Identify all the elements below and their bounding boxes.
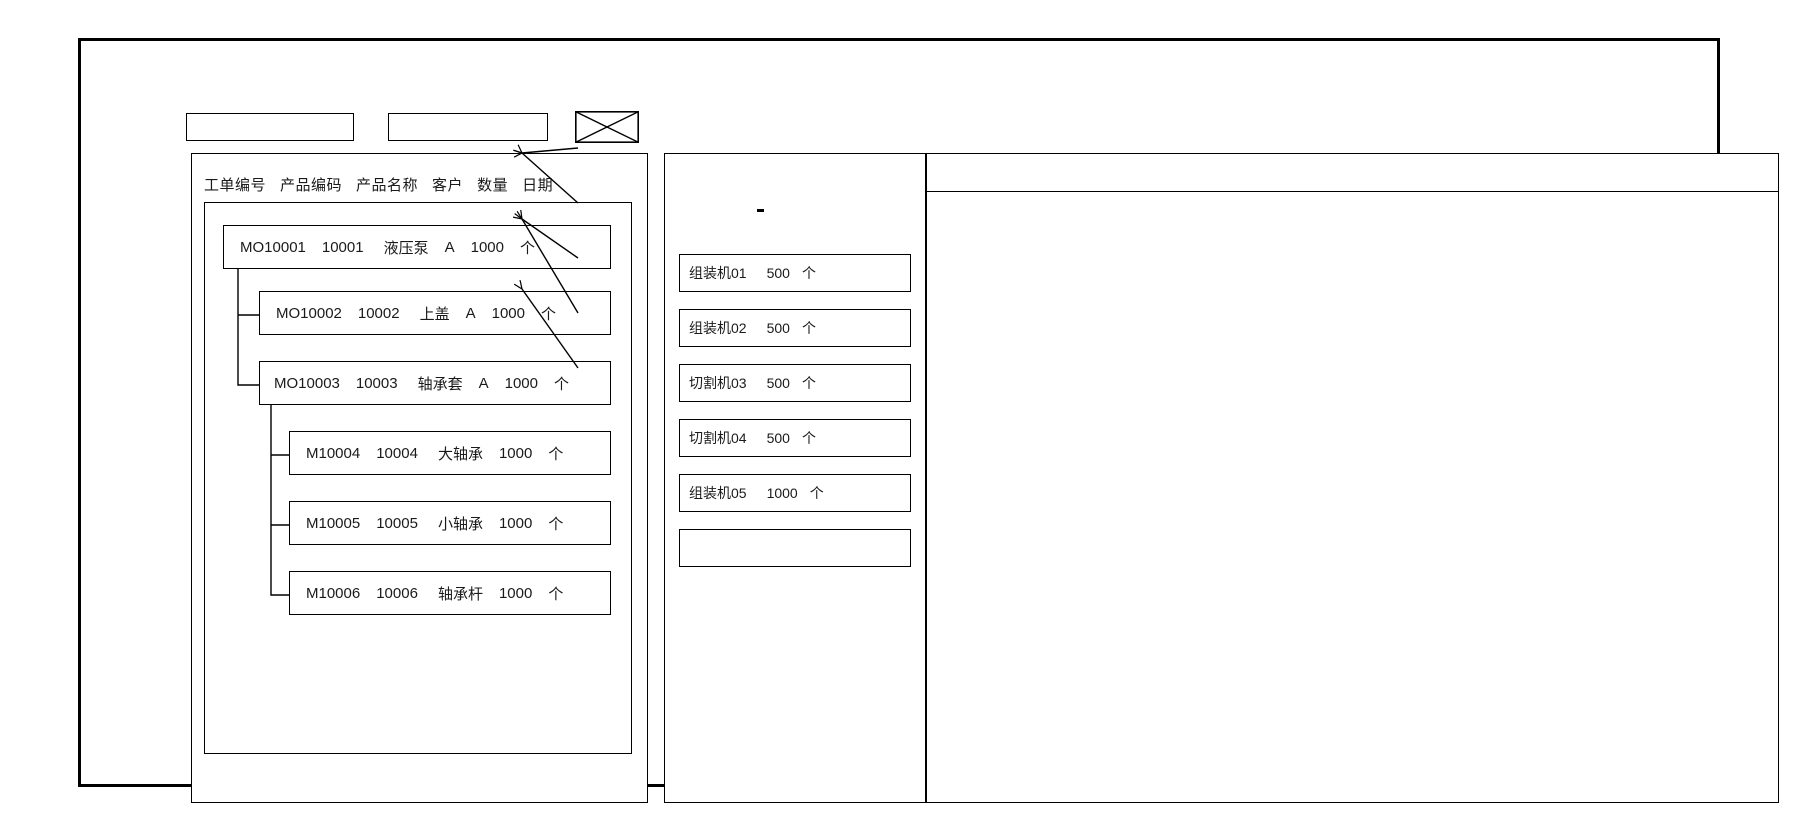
machine-unit: 个 bbox=[809, 485, 824, 501]
machine-name: 切割机04 bbox=[689, 430, 747, 446]
tree-connector-lines bbox=[237, 269, 289, 596]
wo-unit: 个 bbox=[548, 515, 564, 533]
work-order-node[interactable]: MO10003 10003 轴承套 A 1000 个 bbox=[259, 361, 611, 405]
wo-product-name: 轴承杆 bbox=[437, 585, 483, 603]
wo-quantity: 1000 bbox=[504, 374, 538, 392]
wo-product-name: 小轴承 bbox=[437, 515, 483, 533]
wo-order-no: M10005 bbox=[306, 514, 361, 532]
wo-product-code: 10003 bbox=[355, 374, 398, 392]
machine-quantity: 500 bbox=[766, 430, 790, 446]
machine-schedule-panel: 组装机01 500 个 组装机02 500 个 切割机03 500 个 切割机0… bbox=[664, 153, 926, 803]
machine-name: 组装机05 bbox=[689, 485, 747, 501]
dash-marker-icon bbox=[757, 209, 764, 212]
column-header-product-name: 产品名称 bbox=[356, 176, 419, 194]
wo-unit: 个 bbox=[541, 305, 557, 323]
work-order-panel: 工单编号 产品编码 产品名称 客户 数量 日期 bbox=[191, 153, 648, 803]
toolbar-input-2[interactable] bbox=[388, 113, 548, 141]
wo-order-no: MO10002 bbox=[276, 304, 342, 322]
wo-unit: 个 bbox=[554, 375, 570, 393]
wo-product-name: 轴承套 bbox=[417, 375, 463, 393]
wo-order-no: MO10003 bbox=[274, 374, 340, 392]
work-order-node[interactable]: M10005 10005 小轴承 1000 个 bbox=[289, 501, 611, 545]
wo-quantity: 1000 bbox=[470, 238, 504, 256]
wo-product-code: 10001 bbox=[321, 238, 364, 256]
wo-customer: A bbox=[465, 304, 476, 322]
machine-name: 组装机01 bbox=[689, 265, 747, 281]
machine-unit: 个 bbox=[801, 375, 816, 391]
wo-product-name: 大轴承 bbox=[437, 445, 483, 463]
wo-quantity: 1000 bbox=[498, 584, 533, 602]
application-window: 工单编号 产品编码 产品名称 客户 数量 日期 bbox=[78, 38, 1779, 803]
wo-product-name: 上盖 bbox=[419, 305, 450, 323]
work-order-column-headers: 工单编号 产品编码 产品名称 客户 数量 日期 bbox=[204, 172, 567, 196]
wo-order-no: M10004 bbox=[306, 444, 361, 462]
machine-node[interactable]: 组装机05 1000 个 bbox=[679, 474, 911, 512]
work-order-node[interactable]: MO10001 10001 液压泵 A 1000 个 bbox=[223, 225, 611, 269]
detail-panel-body bbox=[927, 192, 1778, 802]
machine-unit: 个 bbox=[801, 320, 816, 336]
wo-unit: 个 bbox=[548, 585, 564, 603]
column-header-order-no: 工单编号 bbox=[204, 176, 267, 194]
machine-quantity: 500 bbox=[766, 375, 790, 391]
work-order-node[interactable]: MO10002 10002 上盖 A 1000 个 bbox=[259, 291, 611, 335]
machine-name: 切割机03 bbox=[689, 375, 747, 391]
toolbar-input-1[interactable] bbox=[186, 113, 354, 141]
work-order-node[interactable]: M10004 10004 大轴承 1000 个 bbox=[289, 431, 611, 475]
wo-quantity: 1000 bbox=[498, 444, 533, 462]
wo-product-code: 10002 bbox=[357, 304, 400, 322]
machine-node[interactable]: 组装机02 500 个 bbox=[679, 309, 911, 347]
wo-quantity: 1000 bbox=[491, 304, 525, 322]
wo-customer: A bbox=[444, 238, 455, 256]
wo-product-code: 10006 bbox=[376, 584, 418, 602]
machine-quantity: 1000 bbox=[766, 485, 798, 501]
machine-name: 组装机02 bbox=[689, 320, 747, 336]
detail-panel bbox=[926, 153, 1779, 803]
work-order-tree-container: MO10001 10001 液压泵 A 1000 个 MO10002 10002… bbox=[204, 202, 632, 754]
wo-product-code: 10005 bbox=[376, 514, 418, 532]
column-header-product-code: 产品编码 bbox=[280, 176, 343, 194]
wo-unit: 个 bbox=[520, 239, 536, 257]
wo-order-no: MO10001 bbox=[240, 238, 306, 256]
wo-unit: 个 bbox=[548, 445, 564, 463]
column-header-customer: 客户 bbox=[432, 176, 464, 194]
wo-customer: A bbox=[478, 374, 489, 392]
work-order-node[interactable]: M10006 10006 轴承杆 1000 个 bbox=[289, 571, 611, 615]
machine-node[interactable]: 组装机01 500 个 bbox=[679, 254, 911, 292]
wo-product-name: 液压泵 bbox=[383, 239, 429, 257]
machine-quantity: 500 bbox=[766, 320, 790, 336]
machine-node[interactable]: 切割机04 500 个 bbox=[679, 419, 911, 457]
wo-product-code: 10004 bbox=[376, 444, 418, 462]
machine-unit: 个 bbox=[801, 430, 816, 446]
machine-node-empty[interactable] bbox=[679, 529, 911, 567]
column-header-date: 日期 bbox=[522, 176, 554, 194]
machine-node[interactable]: 切割机03 500 个 bbox=[679, 364, 911, 402]
machine-quantity: 500 bbox=[766, 265, 790, 281]
machine-unit: 个 bbox=[801, 265, 816, 281]
detail-panel-header bbox=[927, 154, 1778, 192]
wo-order-no: M10006 bbox=[306, 584, 361, 602]
crossed-box-icon[interactable] bbox=[575, 111, 640, 143]
wo-quantity: 1000 bbox=[498, 514, 533, 532]
column-header-quantity: 数量 bbox=[477, 176, 509, 194]
